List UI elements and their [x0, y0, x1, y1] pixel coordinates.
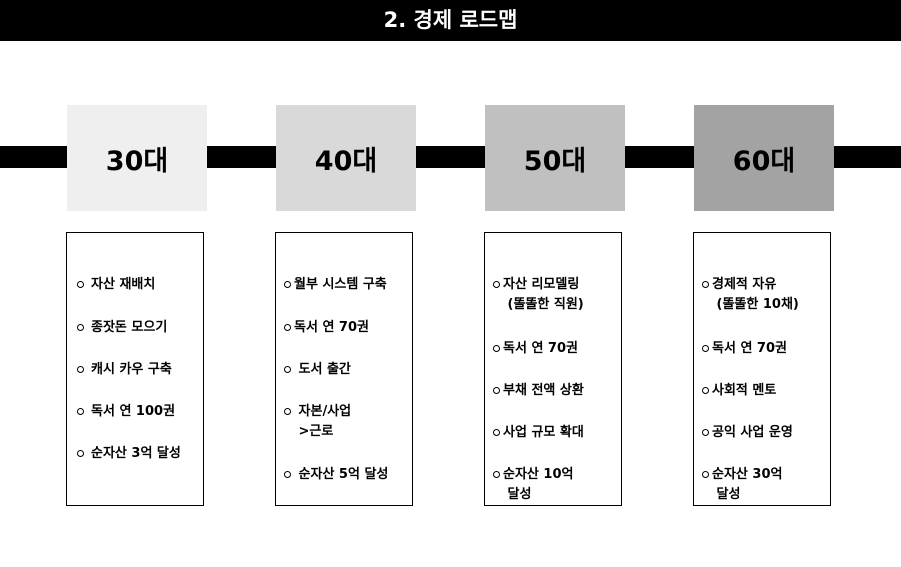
bullet-icon: [77, 281, 84, 288]
decade-box-30s: 30대: [67, 105, 207, 211]
goal-item: 독서 연 70권: [702, 339, 787, 359]
goal-item: 자산 재배치: [77, 275, 155, 295]
goal-text: 순자산 10억 달성: [503, 467, 574, 502]
bullet-icon: [702, 387, 709, 394]
decade-box-50s: 50대: [485, 105, 625, 211]
goal-item: 캐시 카우 구축: [77, 360, 172, 380]
goal-card-50s: 자산 리모델링 (똘똘한 직원) 독서 연 70권 부채 전액 상환 사업 규모…: [484, 232, 622, 506]
bullet-icon: [77, 450, 84, 457]
decade-label: 40대: [314, 145, 378, 177]
page-title: 2. 경제 로드맵: [383, 8, 518, 32]
goal-text: 독서 연 100권: [91, 404, 176, 419]
decade-label: 30대: [105, 145, 169, 177]
decade-label: 60대: [732, 145, 796, 177]
goal-text: 순자산 30억 달성: [712, 467, 783, 502]
goal-item: 순자산 3억 달성: [77, 444, 181, 464]
goal-item: 도서 출간: [284, 360, 351, 380]
goal-item: 공익 사업 운영: [702, 423, 793, 443]
goal-text: 공익 사업 운영: [712, 425, 793, 440]
goal-text: 사회적 멘토: [712, 383, 777, 398]
goal-card-60s: 경제적 자유 (똘똘한 10채) 독서 연 70권 사회적 멘토 공익 사업 운…: [693, 232, 831, 506]
bullet-icon: [77, 366, 84, 373]
goal-text: 독서 연 70권: [294, 320, 369, 335]
goal-card-30s: 자산 재배치 종잣돈 모으기 캐시 카우 구축 독서 연 100권 순자산 3억…: [66, 232, 204, 506]
timeline-bar: [0, 146, 901, 168]
goal-item: 자산 리모델링 (똘똘한 직원): [493, 275, 584, 315]
goal-text: 독서 연 70권: [503, 341, 578, 356]
goal-text: 순자산 3억 달성: [91, 446, 181, 461]
goal-text: 사업 규모 확대: [503, 425, 584, 440]
goal-item: 순자산 30억 달성: [702, 465, 782, 505]
goal-text: 월부 시스템 구축: [294, 277, 387, 292]
goal-item: 독서 연 100권: [77, 402, 175, 422]
decade-box-60s: 60대: [694, 105, 834, 211]
goal-item: 순자산 10억 달성: [493, 465, 573, 505]
goal-text: 자산 재배치: [91, 277, 156, 292]
goal-text: 도서 출간: [294, 362, 351, 377]
goal-item: 독서 연 70권: [284, 318, 369, 338]
goal-text: 독서 연 70권: [712, 341, 787, 356]
goal-text: 순자산 5억 달성: [294, 467, 389, 482]
bullet-icon: [493, 471, 500, 478]
bullet-icon: [284, 324, 291, 331]
decade-label: 50대: [523, 145, 587, 177]
bullet-icon: [284, 366, 291, 373]
goal-card-40s: 월부 시스템 구축 독서 연 70권 도서 출간 자본/사업 >근로 순자산 5…: [275, 232, 413, 506]
bullet-icon: [493, 429, 500, 436]
goal-item: 자본/사업 >근로: [284, 402, 351, 442]
bullet-icon: [493, 281, 500, 288]
bullet-icon: [493, 387, 500, 394]
bullet-icon: [284, 408, 291, 415]
goal-item: 독서 연 70권: [493, 339, 578, 359]
goal-text: 경제적 자유 (똘똘한 10채): [712, 277, 799, 312]
goal-text: 자산 리모델링 (똘똘한 직원): [503, 277, 584, 312]
goal-item: 월부 시스템 구축: [284, 275, 387, 295]
title-bar: [0, 0, 901, 41]
goal-text: 부채 전액 상환: [503, 383, 584, 398]
bullet-icon: [702, 471, 709, 478]
goal-item: 사회적 멘토: [702, 381, 776, 401]
goal-item: 경제적 자유 (똘똘한 10채): [702, 275, 799, 315]
bullet-icon: [284, 281, 291, 288]
decade-box-40s: 40대: [276, 105, 416, 211]
goal-item: 사업 규모 확대: [493, 423, 584, 443]
bullet-icon: [77, 408, 84, 415]
bullet-icon: [702, 345, 709, 352]
goal-item: 종잣돈 모으기: [77, 318, 167, 338]
bullet-icon: [493, 345, 500, 352]
goal-text: 종잣돈 모으기: [91, 320, 168, 335]
bullet-icon: [702, 281, 709, 288]
goal-item: 순자산 5억 달성: [284, 465, 388, 485]
goal-text: 자본/사업 >근로: [298, 404, 352, 439]
goal-item: 부채 전액 상환: [493, 381, 584, 401]
bullet-icon: [702, 429, 709, 436]
bullet-icon: [77, 324, 84, 331]
bullet-icon: [284, 471, 291, 478]
goal-text: 캐시 카우 구축: [91, 362, 172, 377]
